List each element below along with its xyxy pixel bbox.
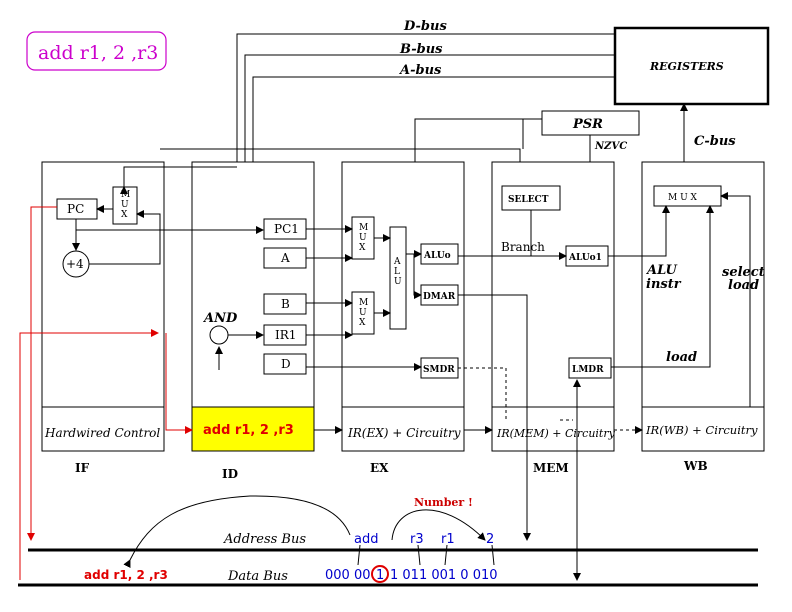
- id-name: ID: [222, 467, 238, 481]
- psr-flags: NZVC: [594, 141, 627, 152]
- svg-text:A: A: [393, 257, 401, 267]
- svg-text:ALU: ALU: [645, 263, 678, 278]
- b-box: [263, 293, 307, 315]
- d-bus-label: D-bus: [403, 19, 447, 34]
- svg-text:IR1: IR1: [275, 328, 296, 342]
- svg-text:load: load: [728, 278, 759, 293]
- svg-text:U: U: [359, 308, 367, 318]
- plus4-label: +4: [66, 257, 84, 271]
- data-bus-label: Data Bus: [227, 569, 288, 584]
- id-bottom: add r1, 2 ,r3: [203, 423, 294, 438]
- svg-text:X: X: [359, 318, 366, 328]
- lmdr-box: [568, 357, 612, 379]
- psr-label: PSR: [572, 117, 603, 132]
- svg-text:M: M: [121, 190, 130, 200]
- psr-box: [541, 110, 640, 136]
- number-note: Number !: [414, 496, 473, 509]
- svg-text:SMDR: SMDR: [423, 365, 455, 375]
- address-bus-label: Address Bus: [223, 532, 306, 547]
- select-box: [501, 185, 561, 211]
- registers-block: [613, 26, 770, 106]
- svg-text:M: M: [359, 298, 368, 308]
- decoded-2: 2: [486, 532, 494, 547]
- bottom-red-instr: add r1, 2 ,r3: [84, 568, 168, 582]
- ex-bottom: IR(EX) + Circuitry: [347, 426, 461, 440]
- svg-text:L: L: [394, 267, 400, 277]
- a-bus-label: A-bus: [398, 63, 442, 78]
- svg-text:DMAR: DMAR: [423, 292, 456, 302]
- decoded-add: add: [354, 532, 378, 547]
- svg-text:U: U: [394, 277, 402, 287]
- c-bus-label: C-bus: [694, 134, 736, 149]
- and-gate: [209, 325, 229, 345]
- wb-bottom: IR(WB) + Circuitry: [645, 423, 758, 437]
- svg-text:M: M: [359, 223, 368, 233]
- svg-text:M U X: M U X: [668, 193, 698, 203]
- svg-text:LMDR: LMDR: [572, 365, 604, 375]
- highlight-circle: [371, 565, 389, 583]
- branch-label: Branch: [501, 240, 545, 254]
- mem-bottom: IR(MEM) + Circuitry: [496, 427, 616, 440]
- ex-name: EX: [370, 461, 389, 475]
- pc-label: PC: [67, 202, 84, 216]
- binary-part-2: 1 011 001 0 010: [390, 568, 498, 583]
- wb-name: WB: [683, 459, 708, 473]
- decoded-r1: r1: [441, 532, 455, 547]
- alu-box: [389, 226, 407, 330]
- registers-label: REGISTERS: [649, 60, 724, 73]
- instruction-tag-box: [26, 31, 167, 71]
- svg-text:X: X: [359, 243, 366, 253]
- svg-text:B: B: [281, 297, 290, 311]
- svg-text:D: D: [281, 357, 291, 371]
- b-bus-label: B-bus: [399, 42, 443, 57]
- and-label: AND: [202, 311, 238, 326]
- if-bottom: Hardwired Control: [44, 426, 160, 440]
- svg-text:X: X: [121, 210, 128, 220]
- decoded-r3: r3: [410, 532, 424, 547]
- svg-text:load: load: [666, 350, 697, 365]
- svg-text:select: select: [722, 265, 765, 280]
- svg-text:U: U: [121, 200, 129, 210]
- svg-text:ALUo1: ALUo1: [568, 253, 602, 263]
- svg-text:U: U: [359, 233, 367, 243]
- svg-text:PC1: PC1: [274, 222, 299, 236]
- svg-text:instr: instr: [646, 277, 682, 292]
- svg-text:A: A: [280, 251, 290, 265]
- if-name: IF: [75, 461, 90, 475]
- instruction-tag: add r1, 2 ,r3: [38, 42, 158, 64]
- svg-text:ALUo: ALUo: [423, 251, 451, 261]
- mem-name: MEM: [533, 461, 569, 475]
- d-box: [263, 353, 307, 375]
- binary-bit: 1: [376, 568, 384, 583]
- svg-text:SELECT: SELECT: [508, 195, 549, 205]
- binary-part-1: 000 00: [325, 568, 371, 583]
